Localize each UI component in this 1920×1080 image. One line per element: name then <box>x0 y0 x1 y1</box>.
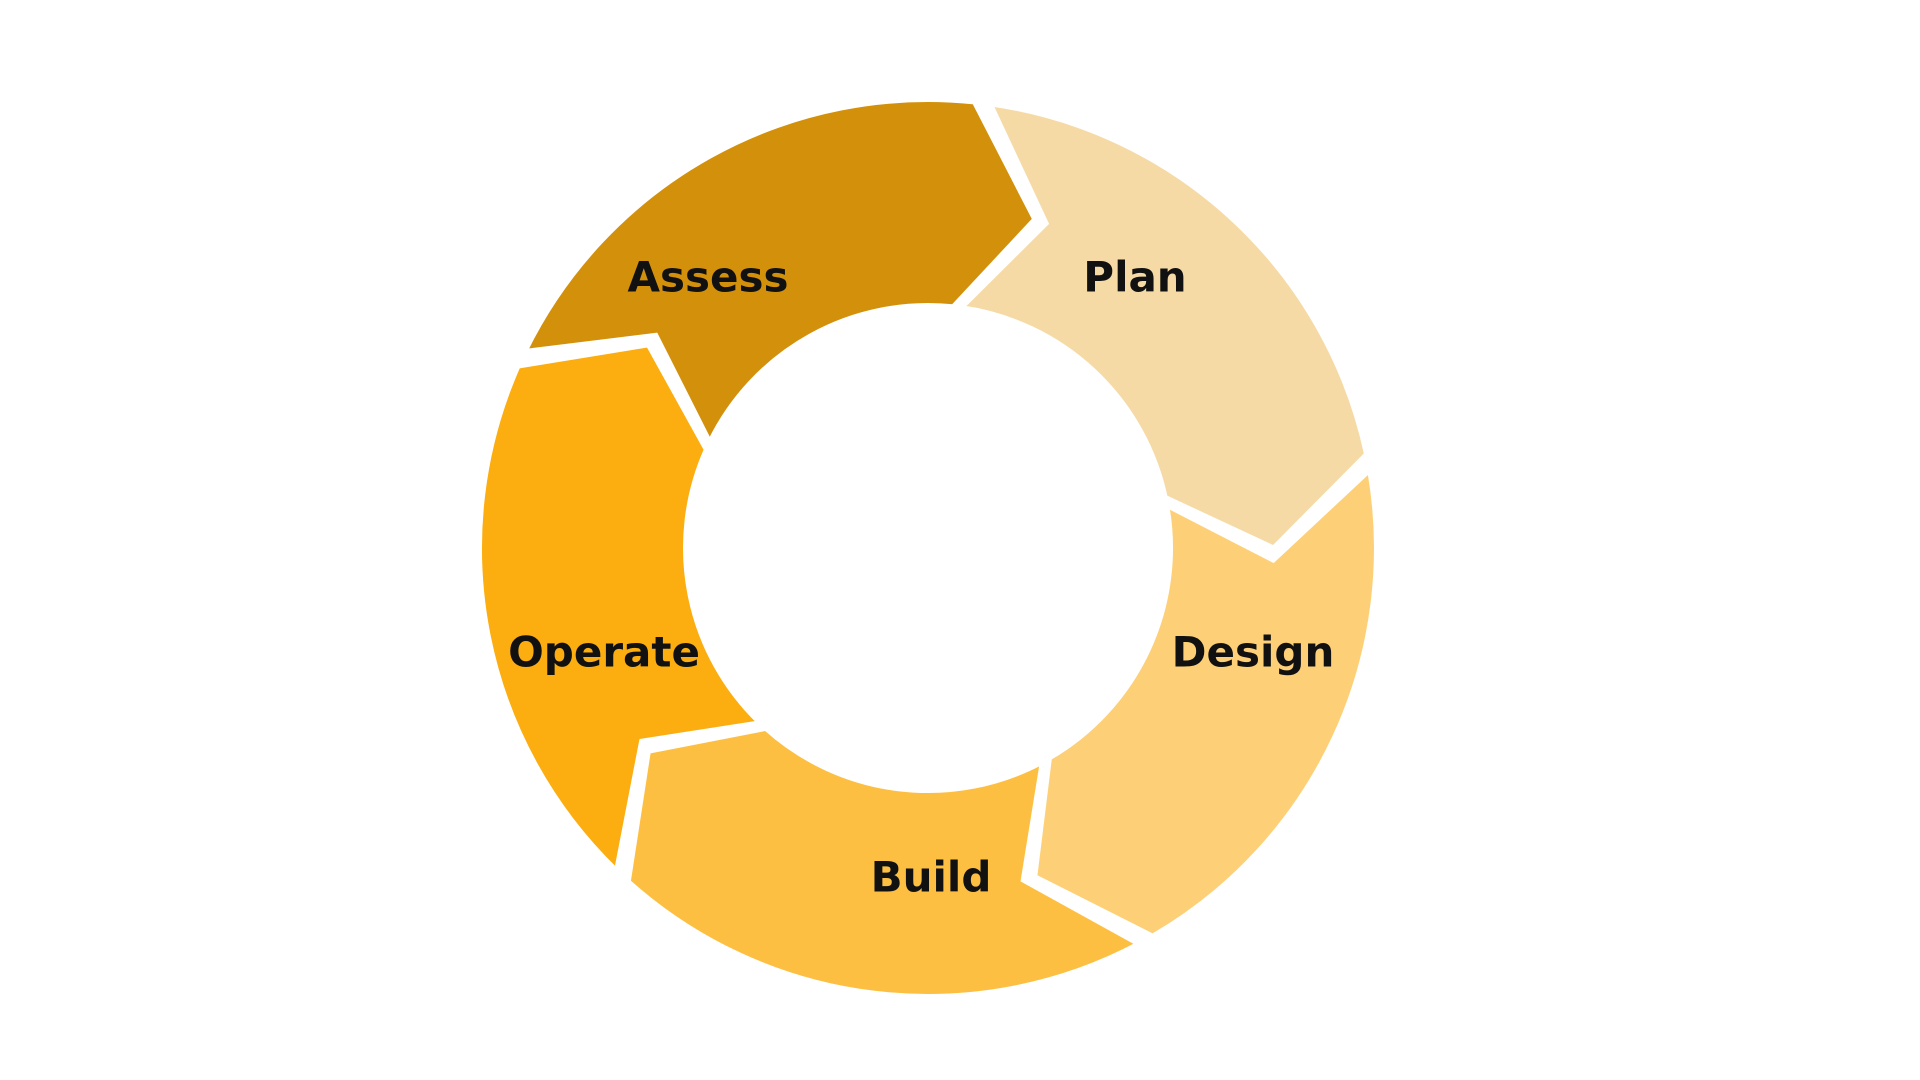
segment-label-design: Design <box>1172 628 1335 677</box>
segment-label-plan: Plan <box>1083 253 1186 302</box>
segment-label-build: Build <box>871 853 992 902</box>
segment-operate <box>478 343 764 874</box>
segment-build <box>626 726 1142 998</box>
segments-layer <box>478 98 1378 998</box>
segment-assess <box>522 98 1037 446</box>
segment-label-assess: Assess <box>628 253 789 302</box>
segment-design <box>1033 467 1378 938</box>
segment-label-operate: Operate <box>508 628 700 677</box>
segment-plan <box>957 101 1369 550</box>
labels-layer: Plan Design Build Operate Assess <box>508 253 1334 902</box>
